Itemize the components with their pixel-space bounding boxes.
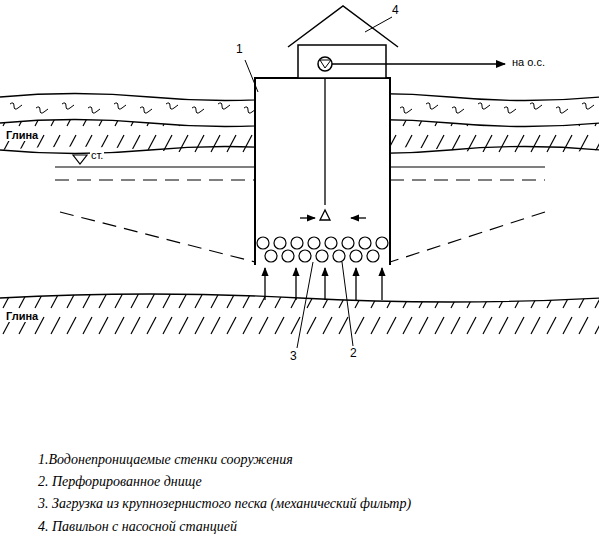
water-level-label: ст.: [90, 149, 104, 161]
callout-number: 3: [290, 350, 297, 363]
soil-mark: [556, 107, 568, 113]
pump-mark: [320, 60, 331, 68]
gravel-grain: [316, 250, 328, 262]
soil-mark: [62, 103, 74, 109]
pavilion: [298, 45, 386, 78]
gravel-grain: [282, 250, 294, 262]
sand-filter: [257, 237, 388, 262]
legend-line: 1.Водонепроницаемые стенки сооружения: [38, 452, 293, 467]
leader-lines: [245, 17, 392, 348]
clay-layer-lower: [0, 294, 599, 336]
inflow-arrows: [265, 218, 382, 300]
gravel-grain: [265, 250, 277, 262]
soil-mark: [218, 103, 230, 109]
shaft-walls: [255, 78, 390, 265]
intake: [320, 210, 330, 220]
gravel-grain: [333, 250, 345, 262]
callout-number: 4: [392, 4, 399, 17]
soil-mark: [88, 107, 100, 113]
gravel-grain: [274, 237, 286, 249]
legend-line: 2. Перфорированное днище: [38, 474, 202, 489]
gravel-grain: [350, 250, 362, 262]
legend-line: 3. Загрузка из крупнозернистого песка (м…: [38, 496, 411, 511]
gravel-grain: [367, 250, 379, 262]
soil-mark: [114, 103, 126, 109]
gravel-grain: [308, 237, 320, 249]
gravel-grain: [325, 237, 337, 249]
soil-label: Глина: [4, 310, 40, 322]
gravel-grain: [359, 237, 371, 249]
soil-mark: [452, 107, 464, 113]
pump-symbol: [318, 57, 332, 71]
soil-mark: [400, 107, 412, 113]
gravel-grain: [376, 237, 388, 249]
soil-mark: [426, 103, 438, 109]
outflow-pipe: [332, 63, 505, 65]
gravel-grain: [291, 237, 303, 249]
soil-mark: [192, 107, 204, 113]
gravel-grain: [299, 250, 311, 262]
legend-line: 4. Павильон с насосной станцией: [38, 519, 237, 534]
callout-number: 1: [236, 43, 243, 56]
soil-mark: [530, 103, 542, 109]
soil-label: Глина: [4, 129, 40, 141]
soil-mark: [166, 103, 178, 109]
clay-lower-top: [0, 294, 599, 302]
soil-mark: [504, 107, 516, 113]
soil-mark: [140, 107, 152, 113]
pavilion-roof: [288, 6, 398, 47]
soil-mark: [582, 103, 594, 109]
soil-mark: [10, 103, 22, 109]
flow-label: на о.с.: [511, 56, 546, 68]
soil-mark: [478, 103, 490, 109]
suction-pipe: [324, 71, 325, 205]
callout-number: 2: [350, 347, 357, 360]
gravel-grain: [257, 237, 269, 249]
gravel-grain: [342, 237, 354, 249]
soil-mark: [36, 107, 48, 113]
